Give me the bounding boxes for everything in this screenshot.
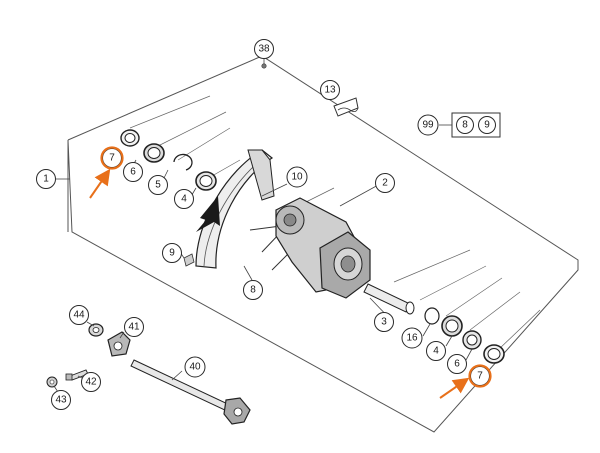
svg-text:4: 4 (181, 194, 187, 205)
svg-text:8: 8 (462, 120, 468, 131)
rim-segment (195, 149, 275, 269)
callout-4-right: 4 (426, 341, 446, 361)
svg-text:6: 6 (454, 359, 460, 370)
callout-4-left: 4 (174, 189, 194, 209)
callout-41: 41 (124, 317, 144, 337)
valve-9 (183, 253, 195, 267)
axle-40 (130, 359, 251, 425)
svg-text:41: 41 (128, 322, 140, 333)
bearing-right (441, 315, 463, 337)
svg-text:7: 7 (477, 371, 483, 382)
callout-10: 10 (286, 166, 308, 188)
svg-text:44: 44 (73, 310, 85, 321)
balance-weight-13 (333, 97, 359, 117)
bearing-left (143, 143, 165, 163)
callout-5: 5 (148, 175, 168, 195)
svg-text:3: 3 (381, 317, 387, 328)
seal-ring-right (483, 344, 505, 364)
wheel-hub (249, 197, 371, 299)
callout-13: 13 (320, 80, 340, 100)
svg-text:8: 8 (250, 285, 256, 296)
callout-40: 40 (184, 356, 206, 378)
callout-7-left-highlighted: 7 (100, 146, 124, 170)
svg-text:4: 4 (433, 346, 439, 357)
svg-text:9: 9 (169, 248, 175, 259)
callout-8: 8 (243, 280, 263, 300)
svg-text:7: 7 (109, 153, 115, 164)
svg-text:6: 6 (130, 167, 136, 178)
callout-2: 2 (375, 173, 395, 193)
callout-44: 44 (69, 305, 89, 325)
nut-44 (88, 323, 104, 337)
clamp-41 (107, 331, 131, 357)
svg-text:43: 43 (55, 395, 67, 406)
svg-text:42: 42 (85, 377, 97, 388)
leader-lines (53, 58, 473, 393)
callout-9: 9 (162, 243, 182, 263)
callout-42: 42 (81, 372, 101, 392)
svg-text:5: 5 (155, 180, 161, 191)
svg-text:10: 10 (291, 172, 303, 183)
rotation-direction-arrow-icon (196, 196, 220, 232)
callout-6-right: 6 (447, 354, 467, 374)
spacer-tube (363, 283, 415, 315)
callout-99-item-9: 9 (478, 116, 496, 134)
callout-1: 1 (36, 169, 56, 189)
callout-3: 3 (374, 312, 394, 332)
callout-38: 38 (254, 39, 274, 59)
callout-99: 99 (417, 114, 439, 136)
svg-text:99: 99 (422, 120, 434, 131)
nut-43 (46, 376, 58, 388)
seal-16 (424, 307, 440, 325)
svg-text:9: 9 (484, 120, 490, 131)
svg-text:40: 40 (189, 362, 201, 373)
callout-43: 43 (51, 390, 71, 410)
circlip-left (173, 153, 193, 171)
callout-7-right-highlighted: 7 (468, 364, 492, 388)
callout-16: 16 (401, 327, 423, 349)
bearing-right-2 (462, 330, 482, 350)
callout-6-left: 6 (123, 162, 143, 182)
callout-99-item-8: 8 (456, 116, 474, 134)
svg-text:13: 13 (324, 85, 336, 96)
bearing-left-2 (195, 171, 217, 191)
seal-ring-left (120, 129, 140, 147)
svg-text:2: 2 (382, 178, 388, 189)
cap-38 (261, 63, 267, 69)
svg-text:16: 16 (406, 333, 418, 344)
svg-text:1: 1 (43, 174, 49, 185)
svg-text:38: 38 (258, 44, 270, 55)
orange-pointer-arrow-icon (89, 168, 470, 399)
